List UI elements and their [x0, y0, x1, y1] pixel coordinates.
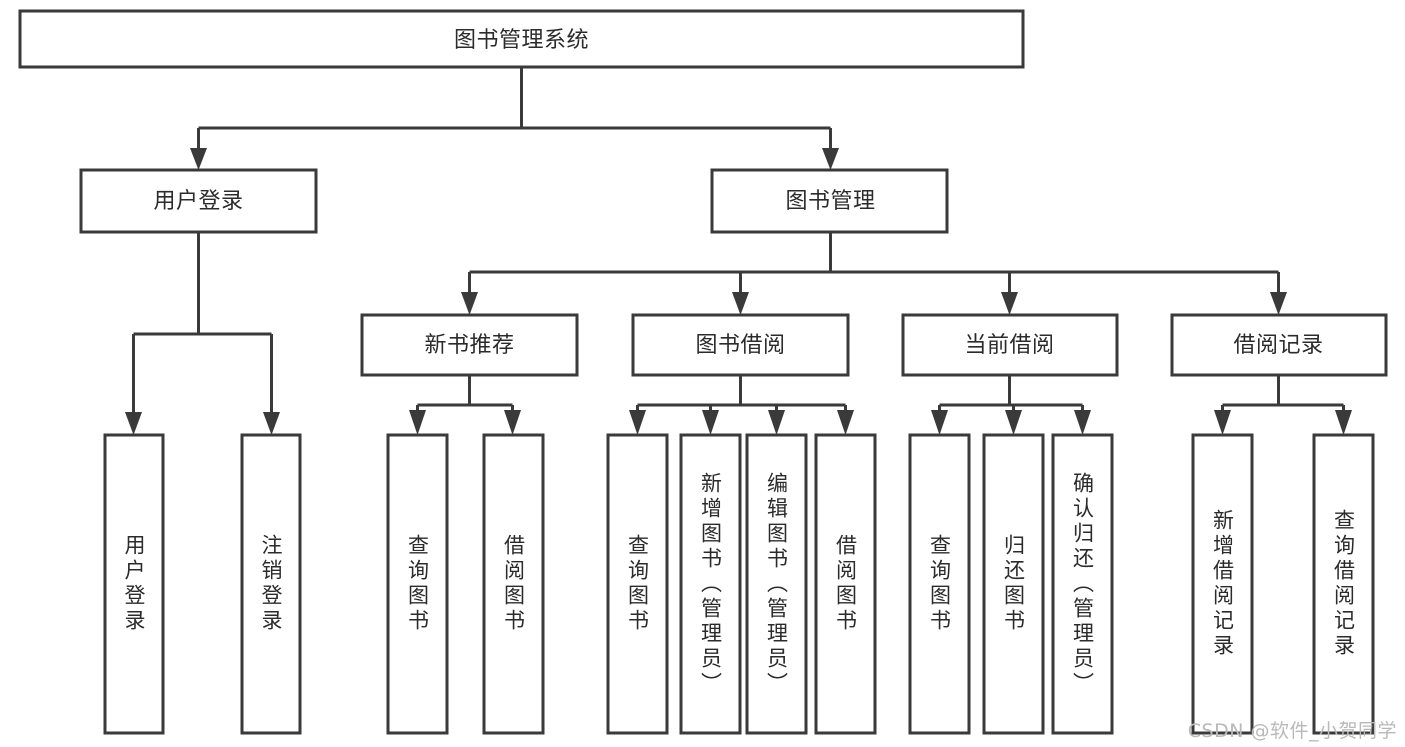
label-book-manage: 图书管理	[785, 189, 875, 214]
arrow-head-leaf-current-borrow-2	[1005, 410, 1022, 435]
arrow-head-book-borrow	[732, 292, 749, 315]
connectors-layer	[125, 67, 1352, 435]
arrow-head-leaf-current-borrow-1	[931, 410, 948, 435]
arrow-head-current-borrow	[1001, 292, 1018, 315]
node-leaf-borrow-record-add[interactable]	[1191, 433, 1254, 735]
node-leaf-book-borrow-borrow[interactable]	[814, 433, 877, 735]
arrow-head-leaf-new-book-1	[409, 410, 426, 435]
csdn-watermark: CSDN @软件_小贺同学	[1187, 720, 1397, 742]
node-leaf-current-borrow-query[interactable]	[908, 433, 971, 735]
node-new-book-recommend[interactable]	[360, 313, 579, 377]
node-book-manage[interactable]	[710, 168, 949, 234]
arrow-head-leaf-book-borrow-2	[702, 410, 719, 435]
arrow-head-leaf-book-borrow-1	[629, 410, 646, 435]
label-user-login: 用户登录	[153, 189, 243, 214]
arrow-head-leaf-current-borrow-3	[1074, 410, 1091, 435]
arrow-head-leaf-book-borrow-4	[837, 410, 854, 435]
label-borrow-record: 借阅记录	[1233, 333, 1323, 358]
node-leaf-book-borrow-query[interactable]	[606, 433, 669, 735]
label-book-borrow: 图书借阅	[695, 333, 785, 358]
node-leaf-current-borrow-confirm[interactable]	[1051, 433, 1114, 735]
node-leaf-user-login-login[interactable]	[103, 433, 165, 735]
arrow-head-leaf-book-borrow-3	[768, 410, 785, 435]
arrow-head-new-book-recommend	[461, 292, 478, 315]
label-current-borrow: 当前借阅	[964, 333, 1054, 358]
node-root-system[interactable]	[18, 9, 1025, 69]
arrow-head-leaf-user-login-2	[263, 412, 280, 435]
node-leaf-new-book-query[interactable]	[386, 433, 449, 735]
node-leaf-new-book-borrow[interactable]	[482, 433, 545, 735]
node-borrow-record[interactable]	[1170, 313, 1388, 377]
arrow-head-leaf-user-login-1	[125, 412, 142, 435]
node-leaf-user-login-logout[interactable]	[240, 433, 302, 735]
arrow-head-leaf-new-book-2	[504, 410, 521, 435]
arrow-head-book-manage	[822, 148, 839, 170]
node-leaf-book-borrow-edit[interactable]	[745, 433, 808, 735]
node-leaf-book-borrow-add[interactable]	[679, 433, 742, 735]
arrow-head-borrow-record	[1270, 292, 1287, 315]
node-user-login[interactable]	[79, 168, 318, 234]
arrow-head-user-login	[190, 148, 207, 170]
label-root-system: 图书管理系统	[454, 28, 589, 53]
node-leaf-borrow-record-query[interactable]	[1312, 433, 1375, 735]
arrow-head-leaf-borrow-record-1	[1214, 410, 1231, 435]
node-current-borrow[interactable]	[901, 313, 1119, 377]
nodes-layer	[18, 9, 1388, 735]
node-book-borrow[interactable]	[631, 313, 850, 377]
arrow-head-leaf-borrow-record-2	[1335, 410, 1352, 435]
label-new-book-recommend: 新书推荐	[424, 333, 514, 358]
horizontal-labels-layer: 图书管理系统 用户登录 图书管理 新书推荐 图书借阅 当前借阅 借阅记录	[153, 28, 1323, 358]
node-leaf-current-borrow-return[interactable]	[982, 433, 1045, 735]
